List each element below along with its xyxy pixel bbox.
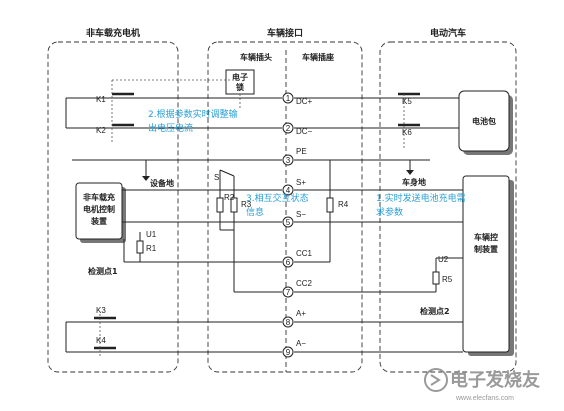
check-point-1-label: 检测点1 (88, 266, 118, 276)
r3-resistor (230, 197, 238, 213)
r2-label: R2 (224, 193, 235, 202)
r1-resistor (136, 240, 144, 254)
vehicle-interface-title: 车辆接口 (267, 27, 303, 39)
vehicle-controller-label-2: 制装置 (474, 244, 498, 254)
annotation-3-line-2: 信息 (246, 206, 264, 218)
k2-label: K2 (96, 126, 106, 135)
vehicle-interface-frame (207, 41, 363, 373)
watermark: 电子发烧友 www.elecfans.com (424, 368, 540, 402)
pin-1-name: DC+ (296, 97, 313, 106)
annotation-1-line-1: 1.实时发送电池充电需 (376, 192, 466, 204)
pin-4-name: S+ (296, 178, 306, 187)
pin-2-name: DC− (296, 127, 313, 136)
annotation-2-line-2: 出电压电流 (148, 122, 193, 134)
annotation-1-line-2: 求参数 (376, 206, 403, 218)
electronic-lock-box (225, 69, 255, 95)
vehicle-controller-box (462, 175, 510, 353)
charger-controller-label-3: 装置 (90, 216, 107, 226)
watermark-logo-icon (424, 368, 448, 392)
charger-controller-label-1: 非车载充 (83, 192, 115, 202)
pin-8-number: 8 (286, 318, 291, 327)
r4-label: R4 (338, 200, 349, 209)
pin-8-name: A+ (296, 309, 306, 318)
electronic-lock-label: 电子 (232, 72, 248, 82)
r4-resistor (326, 197, 334, 213)
pin-7-number: 7 (286, 288, 291, 297)
pin-2-number: 2 (286, 124, 291, 133)
pin-9-number: 9 (286, 348, 291, 357)
r1-label: R1 (146, 244, 157, 253)
electric-vehicle-title: 电动汽车 (430, 27, 466, 39)
electronic-lock-label-2: 锁 (236, 82, 244, 92)
electric-vehicle-frame (379, 41, 517, 373)
pin-5-number: 5 (286, 218, 291, 227)
vehicle-socket-title: 车辆插座 (302, 52, 334, 62)
watermark-subtext: www.elecfans.com (455, 395, 514, 402)
pin-3-circle (282, 154, 294, 166)
offboard-charger-title: 非车载充电机 (86, 27, 140, 39)
pin-3-name: PE (296, 147, 307, 156)
pin-4-number: 4 (286, 186, 291, 195)
offboard-charger-frame (47, 41, 179, 373)
k6-label: K6 (402, 128, 412, 137)
annotation-3-line-1: 3.相互交互状态 (246, 192, 309, 204)
pin-2-circle (282, 122, 294, 134)
charger-controller-box (75, 182, 123, 240)
pin-6-number: 6 (286, 258, 291, 267)
connector-pins: 1 DC+ 2 DC− 3 PE 4 S+ 5 S− 6 CC1 7 CC2 8… (282, 92, 313, 358)
pin-8-circle (282, 316, 294, 328)
k5-label: K5 (402, 97, 412, 106)
pin-9-circle (282, 346, 294, 358)
pin-5-circle (282, 216, 294, 228)
k3-label: K3 (96, 306, 106, 315)
pin-4-circle (282, 184, 294, 196)
u1-label: U1 (146, 230, 157, 239)
pin-7-circle (282, 286, 294, 298)
pin-1-circle (282, 92, 294, 104)
check-point-2-label: 检测点2 (420, 306, 450, 316)
vehicle-plug-title: 车辆插头 (240, 52, 272, 62)
pin-7-name: CC2 (296, 279, 313, 288)
r5-resistor (432, 271, 440, 285)
pin-5-name: S− (296, 210, 306, 219)
pin-9-name: A− (296, 339, 306, 348)
r2-resistor (216, 197, 224, 213)
annotation-2-line-1: 2.根据参数实时调整输 (148, 108, 238, 120)
r3-label: R3 (241, 200, 252, 209)
u2-label: U2 (438, 255, 449, 264)
s-switch-label: S (214, 173, 219, 182)
k1-label: K1 (96, 95, 106, 104)
pin-6-circle (282, 256, 294, 268)
pin-3-number: 3 (286, 156, 291, 165)
equipment-ground-label: 设备地 (150, 178, 174, 188)
vehicle-body-ground-label: 车身地 (402, 177, 426, 187)
battery-pack-label: 电池包 (472, 116, 496, 126)
r5-label: R5 (442, 275, 453, 284)
vehicle-controller-label-1: 车辆控 (474, 232, 498, 242)
charger-controller-label-2: 电机控制 (83, 204, 115, 214)
watermark-text: 电子发烧友 (450, 369, 540, 391)
pin-1-number: 1 (286, 94, 291, 103)
k4-label: K4 (96, 336, 106, 345)
pin-6-name: CC1 (296, 249, 313, 258)
battery-pack-box (458, 90, 510, 152)
